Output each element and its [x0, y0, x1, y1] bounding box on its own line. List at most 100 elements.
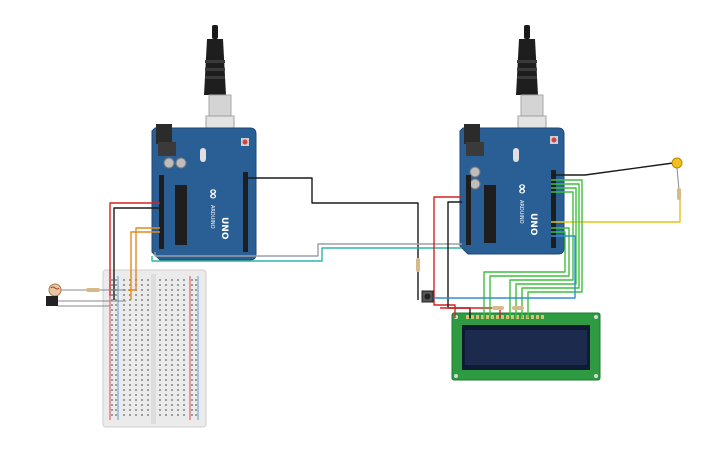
breadboard-hole	[171, 319, 173, 321]
breadboard-hole	[111, 409, 113, 411]
breadboard-hole	[191, 294, 193, 296]
breadboard-hole	[171, 359, 173, 361]
breadboard-hole	[183, 354, 185, 356]
breadboard-hole	[147, 294, 149, 296]
sensor-icon[interactable]	[46, 296, 126, 307]
resistor-icon[interactable]	[492, 306, 524, 310]
breadboard-hole	[195, 384, 197, 386]
breadboard-hole	[183, 369, 185, 371]
breadboard-hole	[135, 399, 137, 401]
breadboard-hole	[135, 329, 137, 331]
breadboard-hole	[171, 369, 173, 371]
breadboard-hole	[191, 354, 193, 356]
breadboard-hole	[115, 389, 117, 391]
breadboard-hole	[135, 294, 137, 296]
breadboard-hole	[129, 349, 131, 351]
breadboard-hole	[171, 394, 173, 396]
breadboard-hole	[141, 394, 143, 396]
breadboard-hole	[177, 324, 179, 326]
breadboard-hole	[111, 394, 113, 396]
breadboard-hole	[147, 329, 149, 331]
resistor-icon[interactable]	[86, 288, 126, 292]
wire-orange-a0	[128, 227, 160, 291]
breadboard-hole	[171, 399, 173, 401]
breadboard-hole	[135, 389, 137, 391]
breadboard-hole	[141, 404, 143, 406]
breadboard-hole	[171, 404, 173, 406]
breadboard-hole	[177, 329, 179, 331]
breadboard-hole	[195, 359, 197, 361]
breadboard-hole	[129, 409, 131, 411]
breadboard-hole	[171, 304, 173, 306]
breadboard-hole	[129, 414, 131, 416]
breadboard-hole	[129, 379, 131, 381]
breadboard-hole	[177, 284, 179, 286]
breadboard-hole	[141, 384, 143, 386]
breadboard-hole	[177, 344, 179, 346]
breadboard-hole	[159, 304, 161, 306]
breadboard-hole	[111, 299, 113, 301]
breadboard-hole	[111, 279, 113, 281]
ldr-icon[interactable]	[48, 283, 86, 297]
breadboard-hole	[147, 304, 149, 306]
breadboard-hole	[123, 299, 125, 301]
breadboard-hole	[177, 389, 179, 391]
led-icon[interactable]	[671, 157, 683, 191]
breadboard-hole	[115, 369, 117, 371]
breadboard-hole	[195, 294, 197, 296]
breadboard-hole	[159, 399, 161, 401]
wire-green-d3	[489, 227, 570, 318]
button-icon[interactable]	[421, 290, 434, 303]
breadboard-hole	[115, 359, 117, 361]
breadboard-hole	[159, 404, 161, 406]
wire-gray-tx	[154, 243, 462, 257]
breadboard-hole	[111, 334, 113, 336]
resistor-icon[interactable]	[677, 188, 681, 200]
wire-yellow-led	[551, 198, 681, 223]
breadboard-hole	[191, 309, 193, 311]
breadboard-hole	[191, 299, 193, 301]
breadboard-hole	[171, 344, 173, 346]
breadboard[interactable]	[102, 269, 207, 428]
lcd-16x2[interactable]	[451, 312, 601, 381]
breadboard-hole	[123, 394, 125, 396]
breadboard-hole	[159, 364, 161, 366]
breadboard-hole	[165, 324, 167, 326]
breadboard-hole	[165, 279, 167, 281]
breadboard-hole	[159, 314, 161, 316]
breadboard-hole	[129, 389, 131, 391]
breadboard-hole	[183, 379, 185, 381]
breadboard-hole	[191, 409, 193, 411]
breadboard-hole	[123, 399, 125, 401]
breadboard-hole	[147, 299, 149, 301]
breadboard-hole	[141, 304, 143, 306]
breadboard-hole	[129, 314, 131, 316]
breadboard-hole	[171, 289, 173, 291]
breadboard-hole	[183, 324, 185, 326]
arduino-uno-right[interactable]: UNO ARDUINO ∞	[459, 25, 565, 255]
arduino-uno-left[interactable]: UNO ARDUINO ∞	[151, 25, 257, 261]
breadboard-hole	[115, 294, 117, 296]
breadboard-hole	[183, 299, 185, 301]
breadboard-hole	[159, 284, 161, 286]
breadboard-hole	[115, 364, 117, 366]
breadboard-hole	[135, 299, 137, 301]
wire-blue-button	[430, 235, 576, 299]
breadboard-hole	[165, 414, 167, 416]
breadboard-hole	[129, 374, 131, 376]
breadboard-hole	[111, 364, 113, 366]
resistor-icon[interactable]	[416, 258, 420, 272]
breadboard-hole	[165, 394, 167, 396]
breadboard-hole	[123, 414, 125, 416]
lcd-pin	[501, 315, 504, 319]
breadboard-hole	[177, 314, 179, 316]
breadboard-hole	[141, 334, 143, 336]
breadboard-hole	[129, 319, 131, 321]
breadboard-hole	[135, 334, 137, 336]
breadboard-hole	[147, 389, 149, 391]
breadboard-hole	[147, 309, 149, 311]
board-brand: ARDUINO	[518, 200, 524, 224]
breadboard-hole	[141, 349, 143, 351]
breadboard-hole	[171, 334, 173, 336]
